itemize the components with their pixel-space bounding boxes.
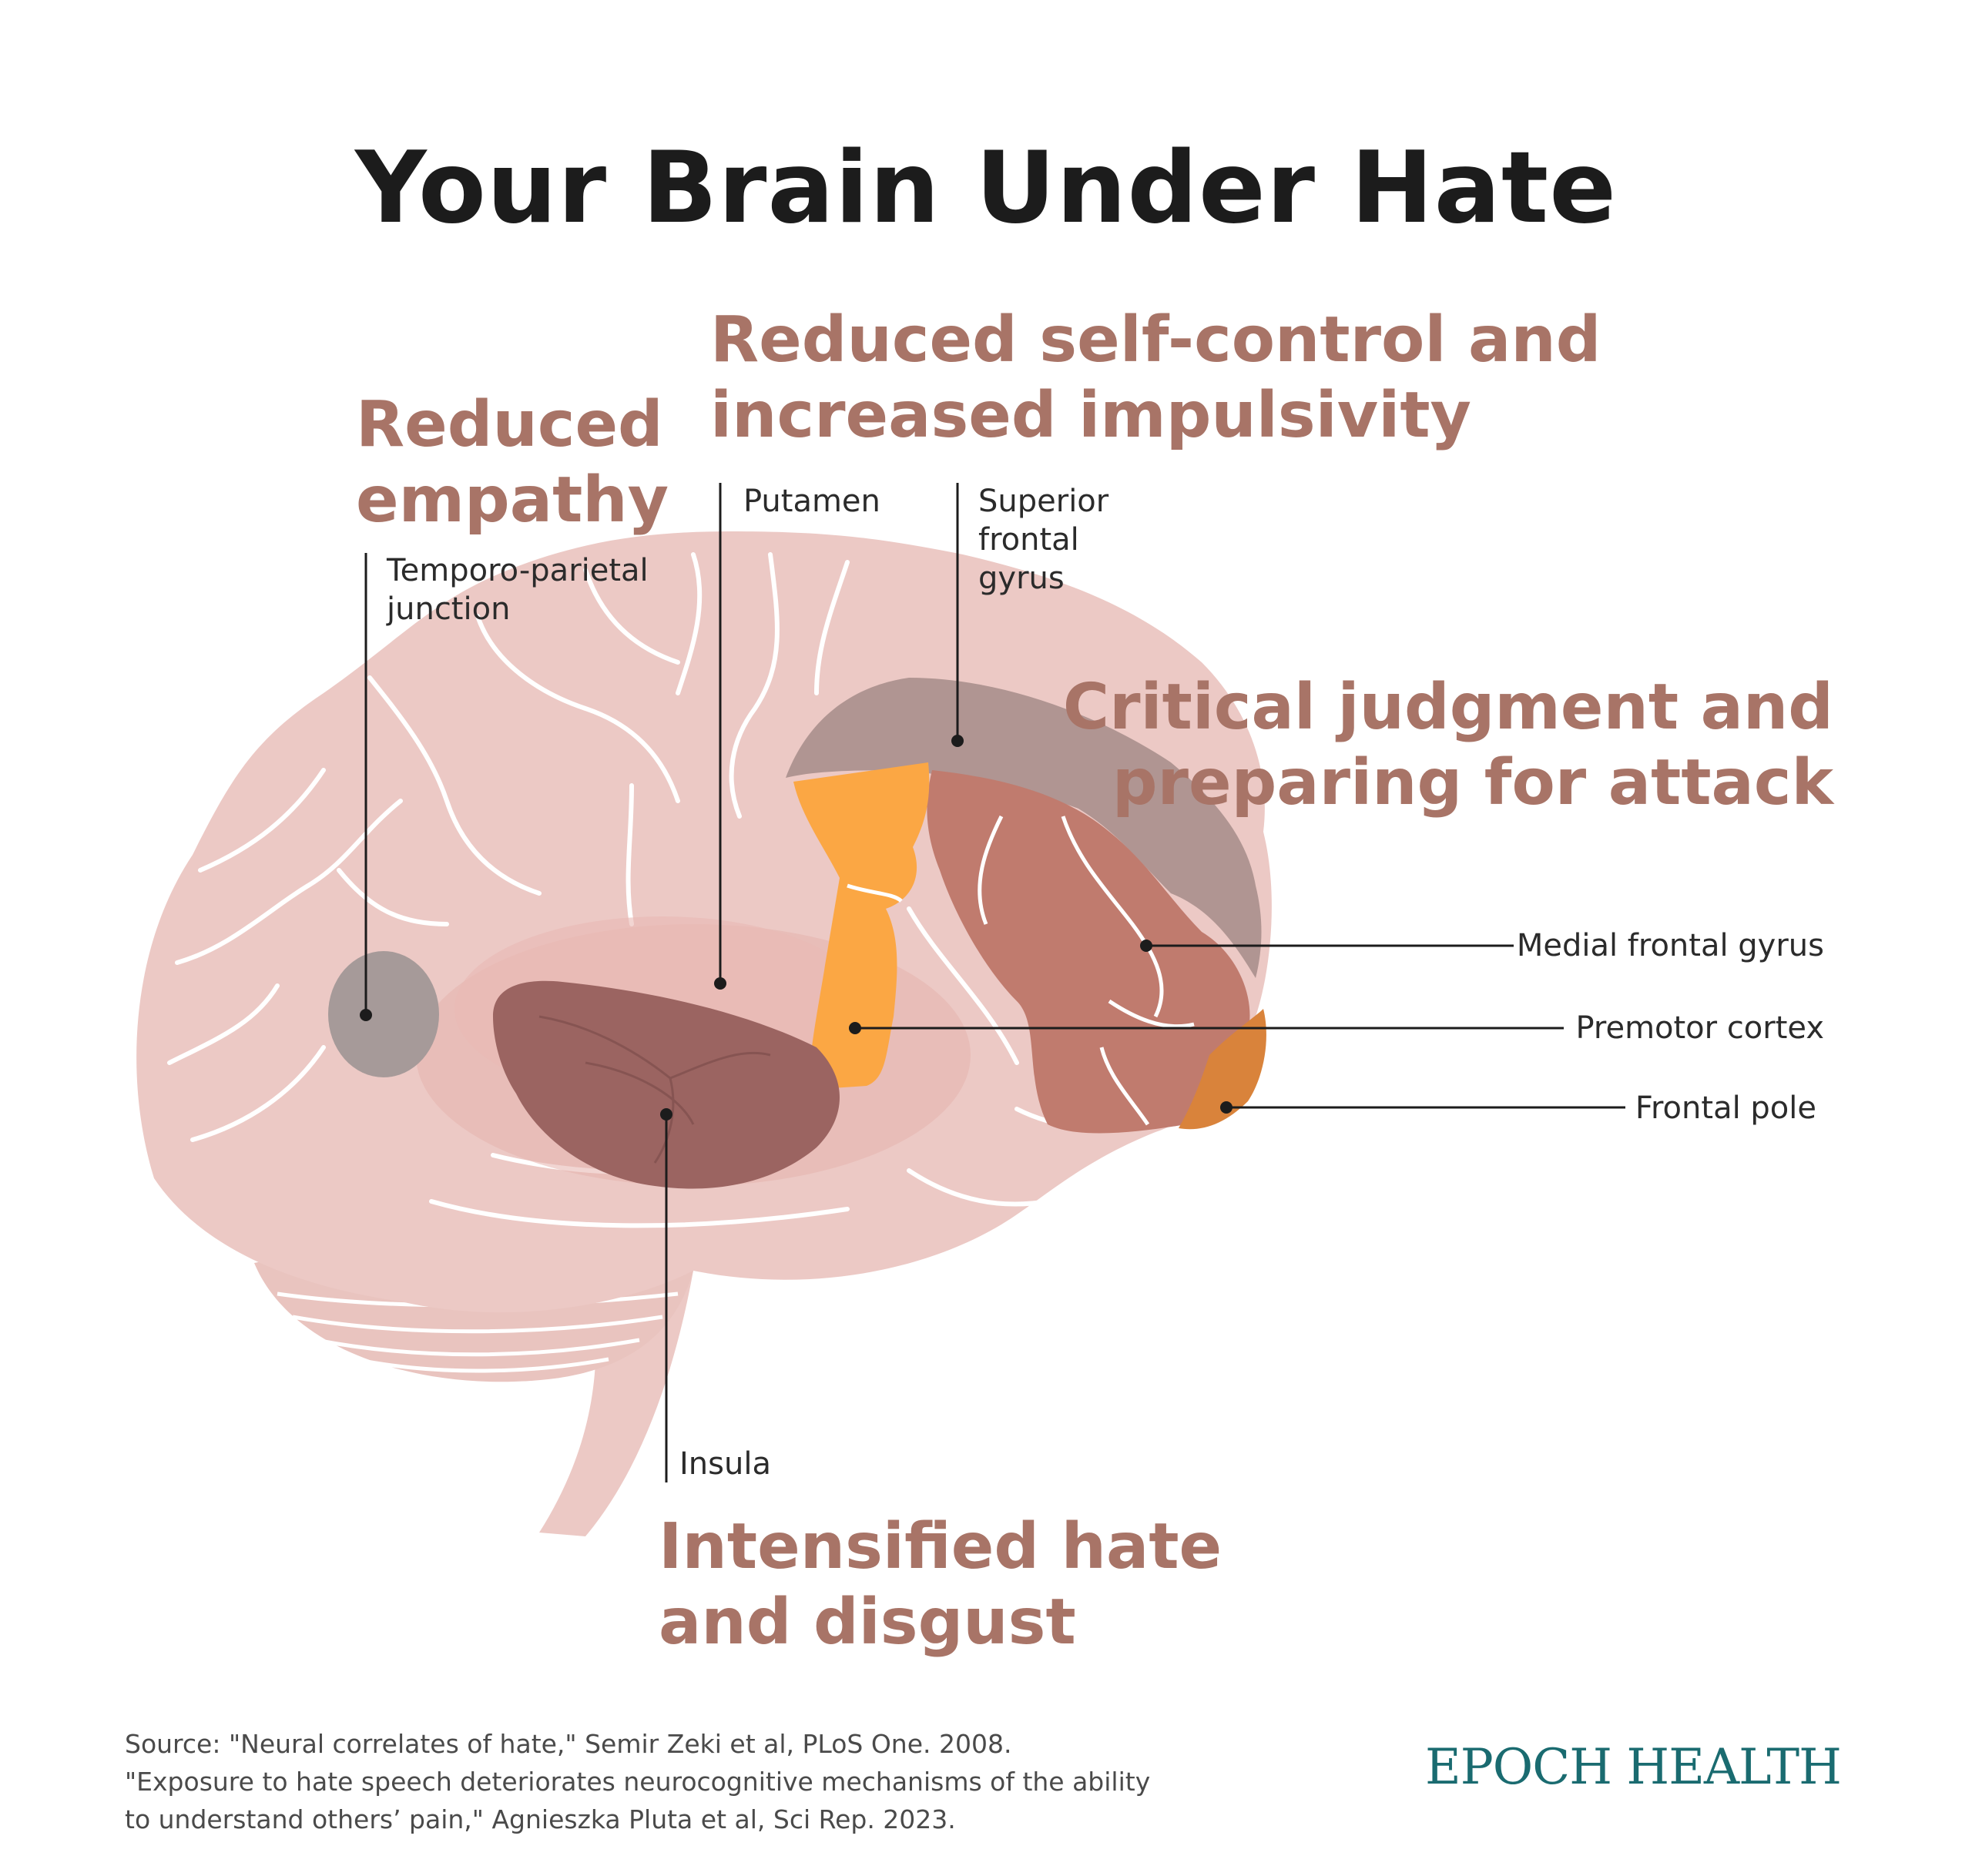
frontal-pole <box>1179 1009 1266 1130</box>
leader-dots <box>360 735 1232 1121</box>
medial-frontal-lines <box>978 815 1195 1126</box>
temporo-parietal-junction <box>328 951 439 1077</box>
label-putamen: Putamen <box>743 484 880 519</box>
source-citation: Source: "Neural correlates of hate," Sem… <box>125 1729 1151 1834</box>
heading-reduced-empathy: Reduced empathy <box>356 388 669 537</box>
label-frontal-pole: Frontal pole <box>1635 1090 1816 1126</box>
page-title: Your Brain Under Hate <box>355 131 1617 246</box>
label-insula: Insula <box>679 1446 771 1482</box>
epoch-health-logo: EPOCH HEALTH <box>1425 1739 1842 1796</box>
heading-self-control: Reduced self-control and increased impul… <box>710 303 1601 452</box>
label-premotor-cortex: Premotor cortex <box>1575 1010 1824 1046</box>
insula-veins <box>538 1015 771 1164</box>
heading-critical-judgment: Critical judgment and preparing for atta… <box>1062 671 1833 819</box>
medial-frontal-gyrus <box>927 770 1250 1134</box>
label-superior-frontal-gyrus: Superior frontal gyrus <box>978 484 1109 596</box>
premotor-cortex <box>793 762 930 1090</box>
label-temporo-parietal-junction: Temporo-parietal junction <box>387 553 649 627</box>
insula-region <box>493 980 840 1189</box>
superior-frontal-gyrus <box>786 678 1262 978</box>
heading-intensified-hate: Intensified hate and disgust <box>659 1510 1222 1659</box>
leader-lines <box>364 483 1625 1482</box>
label-medial-frontal-gyrus: Medial frontal gyrus <box>1516 928 1824 963</box>
